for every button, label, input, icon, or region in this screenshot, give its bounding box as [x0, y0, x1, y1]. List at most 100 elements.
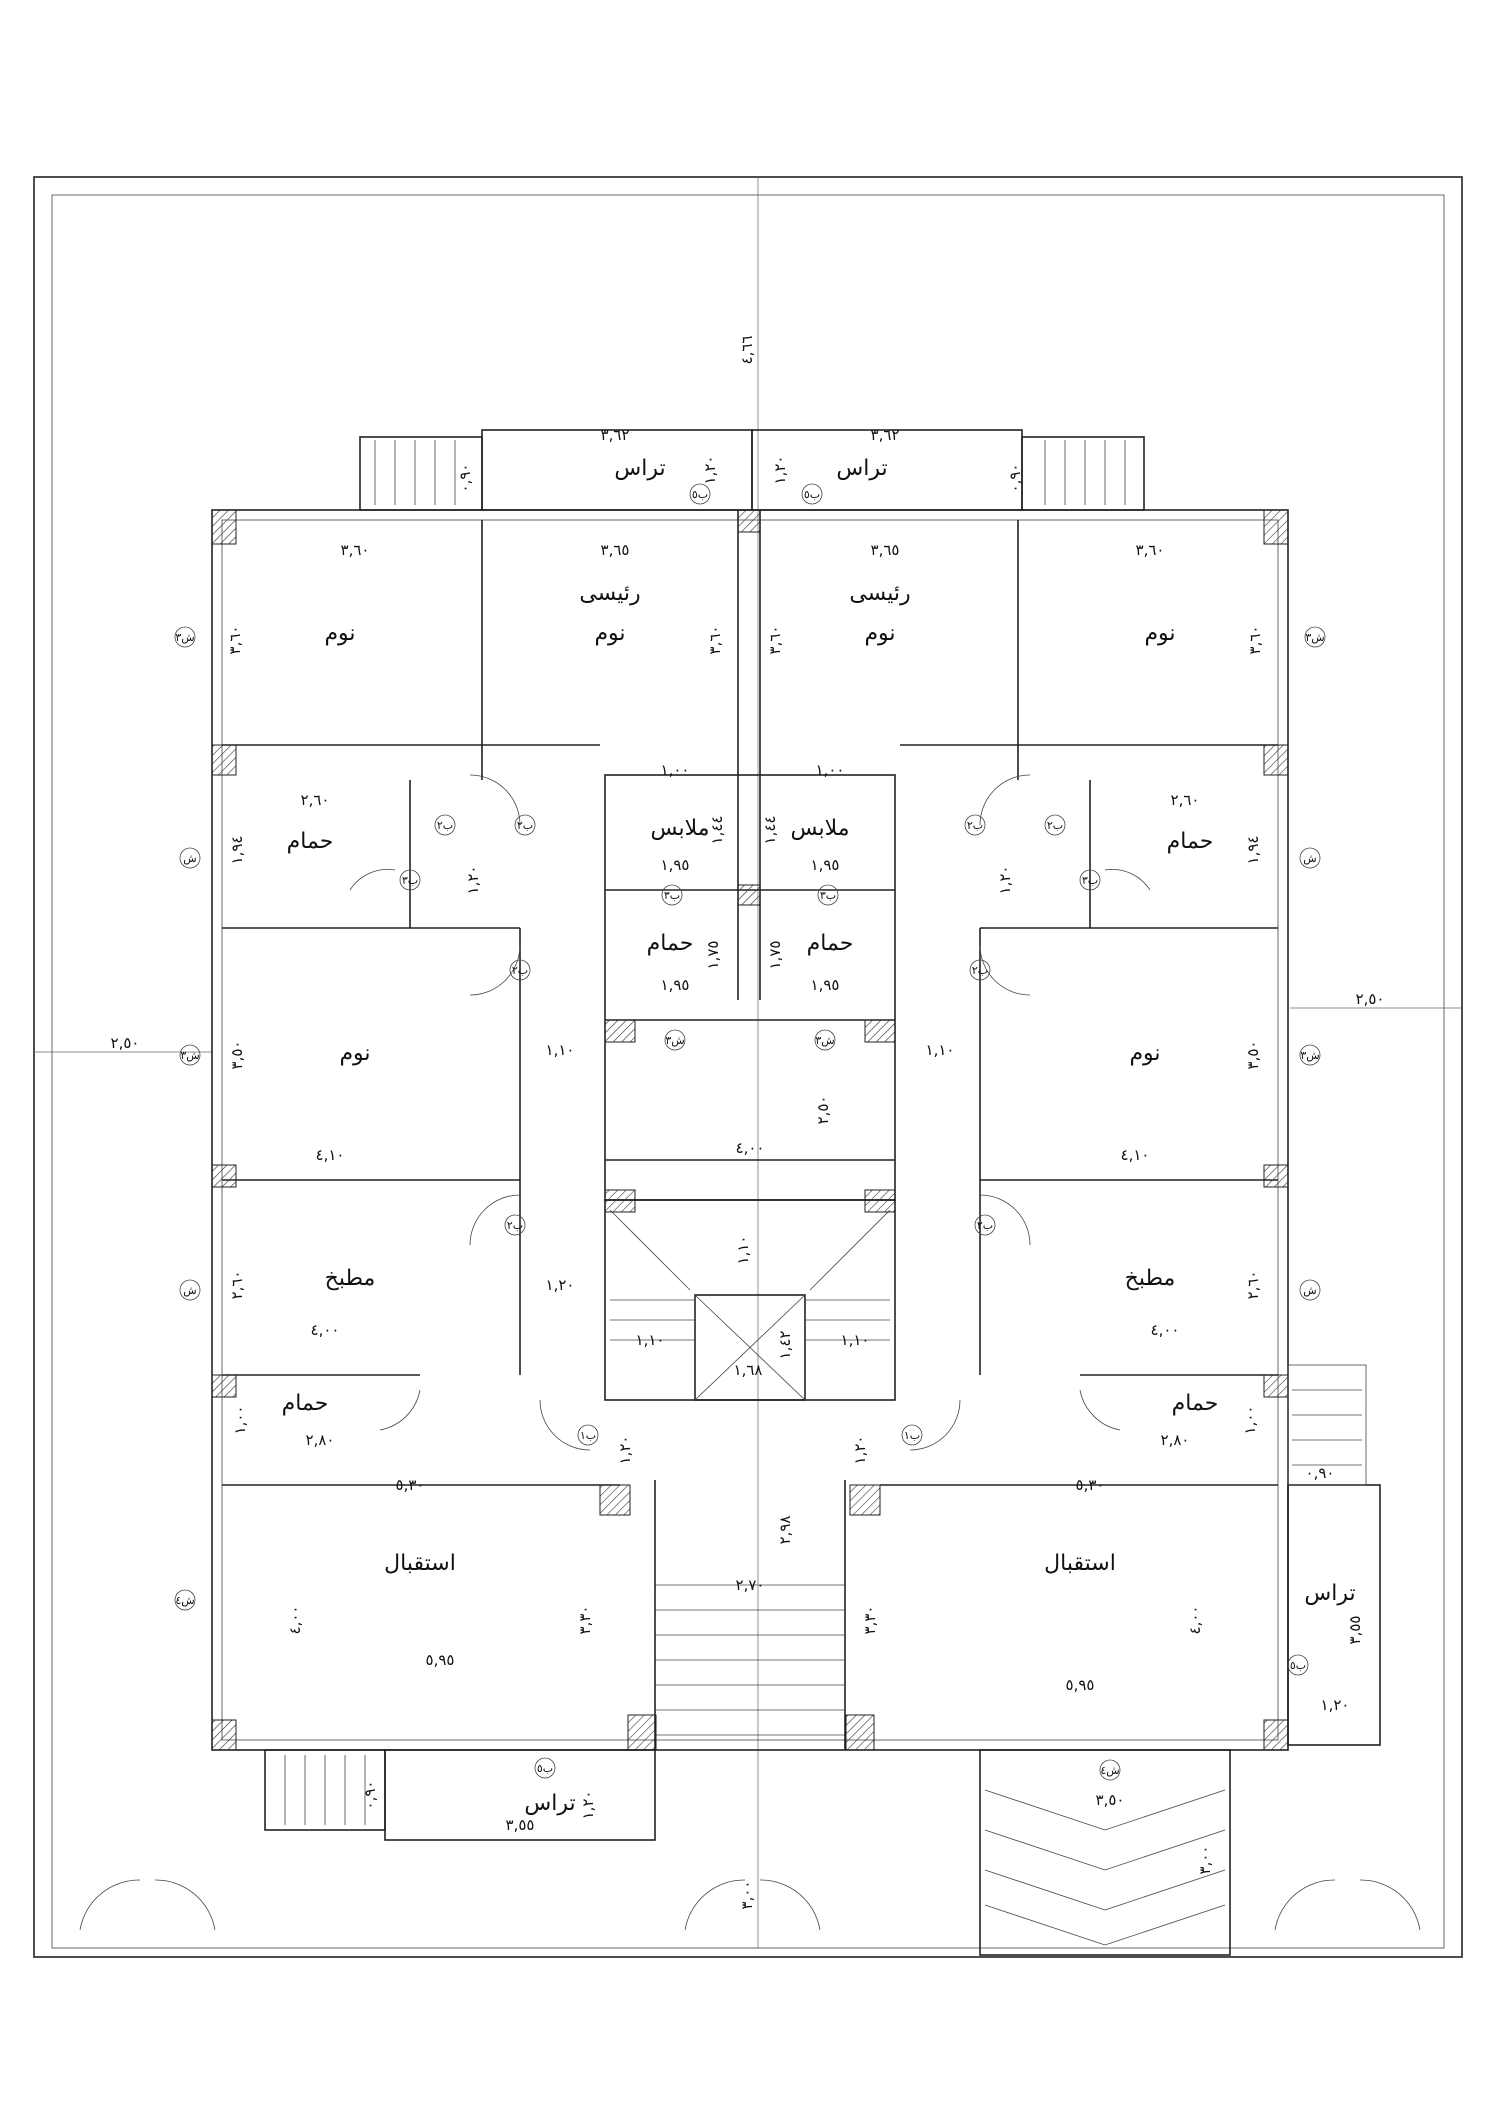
dim-corr2-r: ١,١٠ [926, 1041, 955, 1059]
room-bath-tl: حمام [287, 829, 334, 854]
room-bed-mr: نوم [1129, 1041, 1160, 1066]
tag-sh3-5: ش٣ [665, 1034, 684, 1047]
dim-lift-w: ١,٦٨ [734, 1361, 763, 1379]
dim-rec-w1-r: ٥,٣٠ [1076, 1476, 1105, 1494]
room-master-label-r: رئيسى [849, 581, 910, 606]
dim-bed2-depth-l: ٣,٥٠ [228, 1041, 246, 1070]
dim-master-width-r: ٣,٦٥ [871, 541, 900, 559]
dim-stair-h-l: ١,١٠ [636, 1331, 665, 1349]
tag-sh3-3: ش٣ [180, 1049, 199, 1062]
dim-bath3-h-r: ١,٠٠ [1241, 1406, 1259, 1435]
dim-bed2-w-r: ٤,١٠ [1121, 1146, 1150, 1164]
tag-b5-1: ب٥ [692, 488, 708, 501]
tag-b3-3: ب٣ [664, 889, 680, 902]
room-reception-r: استقبال [1044, 1551, 1116, 1576]
tag-sh4-1: ش٤ [175, 1594, 194, 1607]
room-dress-l: ملابس [650, 816, 709, 841]
dim-dress-w1-l: ١,٠٠ [661, 761, 690, 779]
dim-bath3-w-r: ٢,٨٠ [1161, 1431, 1190, 1449]
tag-b5-3: ب٥ [537, 1762, 553, 1775]
tag-b3-4: ب٣ [820, 889, 836, 902]
room-terrace-tr: تراس [836, 456, 887, 481]
dim-kit-w-l: ٤,٠٠ [311, 1321, 340, 1339]
dim-bed2-depth-r: ٣,٥٠ [1244, 1041, 1262, 1070]
tag-b3-1: ب٣ [402, 874, 418, 887]
dim-stair-len: ٢,٩٨ [776, 1516, 794, 1545]
room-bath-cr: حمام [807, 931, 854, 956]
dim-dress-w1-r: ١,٠٠ [816, 761, 845, 779]
dim-rec-h2-l: ٣,٣٠ [576, 1606, 594, 1635]
dim-master-width-l: ٣,٦٥ [601, 541, 630, 559]
dim-bath2-w-r: ١,٩٥ [811, 976, 840, 994]
dim-front-setback-l: ٣,٠٠ [738, 1881, 756, 1910]
tag-sh3-6: ش٣ [815, 1034, 834, 1047]
dim-bath3-h-l: ١,٠٠ [231, 1406, 249, 1435]
tag-b2-4: ب٢ [1047, 819, 1063, 832]
dim-bath3-w-l: ٢,٨٠ [306, 1431, 335, 1449]
tag-sh-3: ش [183, 1284, 196, 1297]
lift-shaft [694, 1294, 806, 1401]
dim-corr2-l: ١,١٠ [546, 1041, 575, 1059]
room-kitchen-l: مطبخ [325, 1266, 376, 1291]
dim-front-setback-r: ٣,٠٠ [1196, 1846, 1214, 1875]
tag-b5-2: ب٥ [804, 488, 820, 501]
dim-dress-h-r: ١,٤٤ [761, 816, 779, 845]
dim-bed2-w-l: ٤,١٠ [316, 1146, 345, 1164]
tag-sh-1: ش [183, 852, 196, 865]
tag-sh3-2: ش٣ [1305, 631, 1324, 644]
tag-b1-1: ب١ [580, 1429, 596, 1442]
dim-ramp-w: ٣,٥٠ [1096, 1791, 1125, 1809]
room-bath-bl: حمام [282, 1391, 329, 1416]
dim-rec-h2-r: ٣,٣٠ [861, 1606, 879, 1635]
dim-dress-w2-r: ١,٩٥ [811, 856, 840, 874]
gates [79, 1879, 1421, 1931]
dim-terrace-len-r: ٣,٦٢ [871, 426, 900, 444]
tag-sh-2: ش [1303, 852, 1316, 865]
tag-b2-5: ب٢ [512, 964, 528, 977]
dim-setback-top: ٤,٦٦ [738, 336, 756, 365]
dim-bed-width-r: ٣,٦٠ [1136, 541, 1165, 559]
dim-stair-v: ١,١٠ [734, 1236, 752, 1265]
tag-sh4-2: ش٤ [1100, 1764, 1119, 1777]
dim-bed-width-l: ٣,٦٠ [341, 541, 370, 559]
dim-bed-depth-1: ٣,٦٠ [226, 626, 244, 655]
dimension-labels: ٤,٦٦ ٣,٦٢ ٣,٦٢ ١,٢٠ ١,٢٠ ٠,٩٠ ٠,٩٠ ٣,٦٠ … [111, 336, 1385, 1910]
dim-rec-w1-l: ٥,٣٠ [396, 1476, 425, 1494]
room-dress-r: ملابس [790, 816, 849, 841]
dim-bath2-h-r: ١,٧٥ [766, 941, 784, 970]
room-master-bed-r: نوم [864, 621, 895, 646]
dim-bath-h-r: ١,٩٤ [1244, 836, 1262, 865]
dim-rec-h-l: ٤,٠٠ [286, 1606, 304, 1635]
dim-rec-w2-l: ٥,٩٥ [426, 1651, 455, 1669]
tag-b2-3: ب٢ [967, 819, 983, 832]
dim-side-setback-l: ٢,٥٠ [111, 1034, 140, 1052]
dim-bath-h-l: ١,٩٤ [228, 836, 246, 865]
dim-dress-w2-l: ١,٩٥ [661, 856, 690, 874]
tag-b2-7: ب٢ [507, 1219, 523, 1232]
room-terrace-bottom: تراس [524, 1791, 575, 1816]
entrance-ramp [979, 1749, 1231, 1956]
dim-entry-w: ٢,٧٠ [736, 1576, 765, 1594]
dim-stair-h-r: ١,١٠ [841, 1331, 870, 1349]
tag-b2-6: ب٢ [972, 964, 988, 977]
tag-b5-4: ب٥ [1290, 1659, 1306, 1672]
dim-corridor-3: ١,٢٠ [546, 1276, 575, 1294]
dim-kit-depth-r: ٢,٦٠ [1244, 1271, 1262, 1300]
room-kitchen-r: مطبخ [1125, 1266, 1176, 1291]
dim-lobby-h: ٢,٥٠ [814, 1096, 832, 1125]
dim-rterr-w: ١,٢٠ [1321, 1696, 1350, 1714]
dim-terrace-depth-r: ١,٢٠ [771, 456, 789, 485]
dim-railing-b: ٠,٩٠ [361, 1781, 379, 1810]
dim-corridor-l: ١,٢٠ [464, 866, 482, 895]
tag-sh-4: ش [1303, 1284, 1316, 1297]
room-labels: تراس تراس رئيسى رئيسى نوم نوم نوم نوم حم… [282, 456, 1356, 1816]
dim-corridor-r: ١,٢٠ [996, 866, 1014, 895]
dim-corridor-4: ١,٢٠ [616, 1436, 634, 1465]
dim-rterr-h: ٣,٥٥ [1346, 1616, 1364, 1645]
room-bath-cl: حمام [647, 931, 694, 956]
room-master-bed-l: نوم [594, 621, 625, 646]
dim-dress-h-l: ١,٤٤ [708, 816, 726, 845]
building-walls [211, 509, 1289, 1751]
dim-kit-w-r: ٤,٠٠ [1151, 1321, 1180, 1339]
